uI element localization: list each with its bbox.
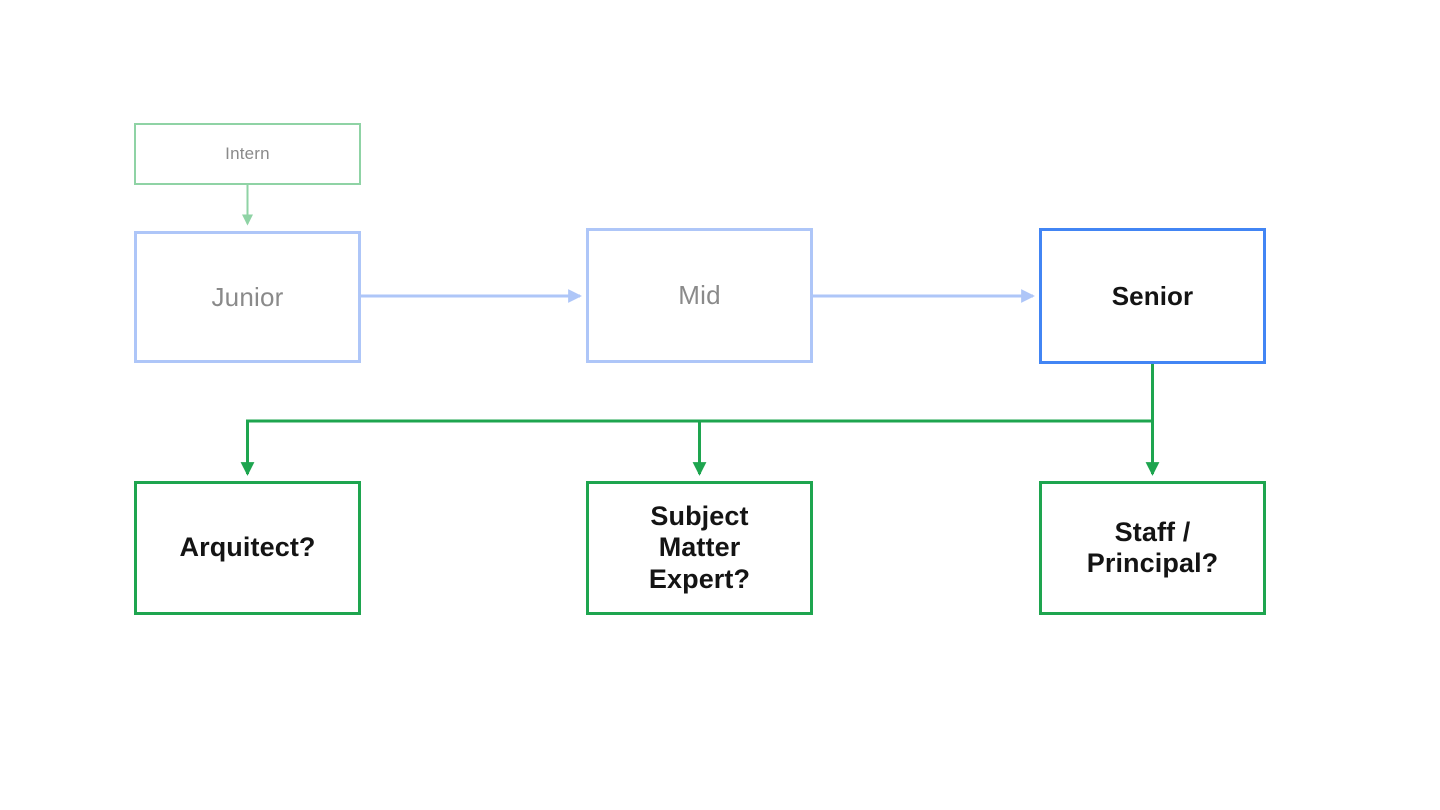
node-subject-matter-expert[interactable]: Subject Matter Expert? bbox=[586, 481, 813, 615]
node-staff-principal[interactable]: Staff / Principal? bbox=[1039, 481, 1266, 615]
edge-senior-to-arquitect bbox=[240, 419, 1153, 476]
node-arquitect[interactable]: Arquitect? bbox=[134, 481, 361, 615]
node-mid-label: Mid bbox=[678, 280, 721, 311]
node-staff-principal-label: Staff / Principal? bbox=[1086, 516, 1219, 578]
node-subject-matter-expert-label: Subject Matter Expert? bbox=[648, 501, 751, 594]
node-junior[interactable]: Junior bbox=[134, 231, 361, 363]
node-intern[interactable]: Intern bbox=[134, 123, 361, 185]
node-senior[interactable]: Senior bbox=[1039, 228, 1266, 364]
node-senior-label: Senior bbox=[1111, 280, 1194, 311]
node-intern-label: Intern bbox=[225, 144, 270, 164]
node-mid[interactable]: Mid bbox=[586, 228, 813, 363]
node-junior-label: Junior bbox=[211, 281, 284, 312]
node-arquitect-label: Arquitect? bbox=[179, 532, 316, 563]
